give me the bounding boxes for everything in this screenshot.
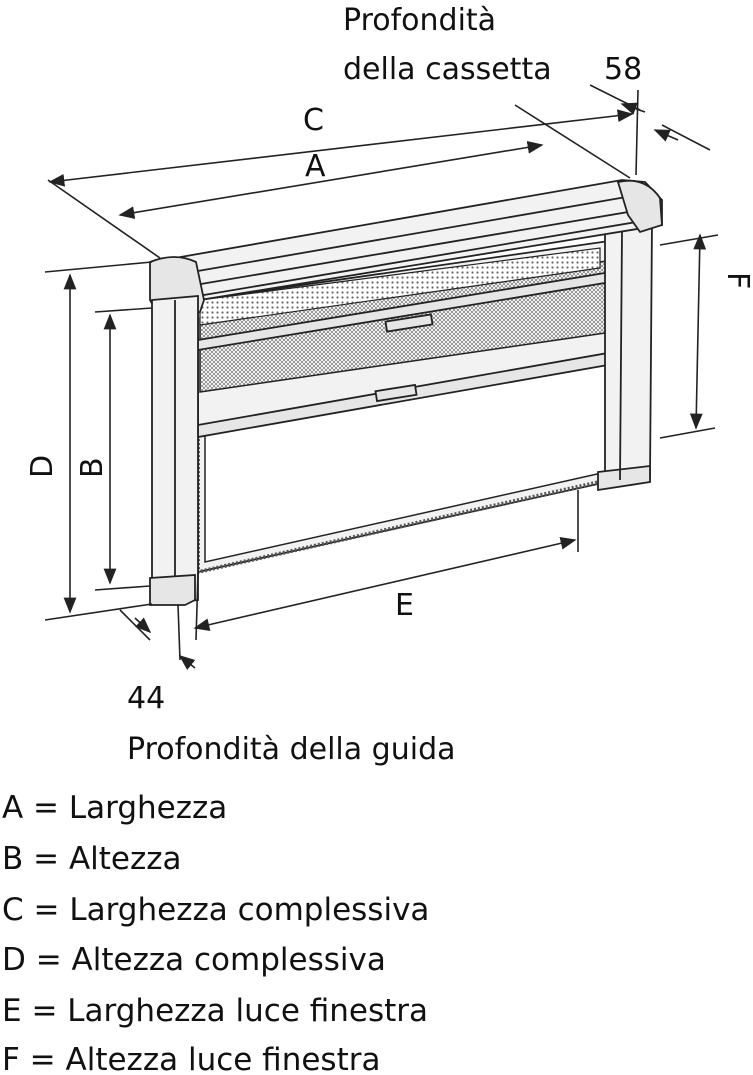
window-drawing xyxy=(149,179,663,606)
guide-depth-label: Profondità della guida xyxy=(127,732,456,767)
extension-line xyxy=(661,124,711,151)
legend: A = Larghezza B = Altezza C = Larghezza … xyxy=(2,790,429,1075)
dim-arrow-cassette-depth xyxy=(620,102,646,115)
screen-handle xyxy=(374,383,418,403)
dim-arrow-guide-depth xyxy=(178,655,196,670)
blind-handle xyxy=(384,313,434,333)
cassette-depth-subtitle: della cassetta xyxy=(343,52,552,87)
extension-line xyxy=(659,234,719,246)
extension-line xyxy=(94,585,151,591)
legend-item: E = Larghezza luce finestra xyxy=(2,993,428,1029)
right-guide-rail xyxy=(604,220,653,488)
pleated-blind xyxy=(199,247,601,326)
extension-line xyxy=(589,84,641,111)
right-rail-groove xyxy=(619,231,623,481)
dim-label-e: E xyxy=(395,588,414,623)
dim-label-b: B xyxy=(75,457,110,478)
extension-line xyxy=(94,307,153,313)
extension-line xyxy=(47,179,161,259)
legend-item: B = Altezza xyxy=(2,841,182,877)
legend-item: D = Altezza complessiva xyxy=(2,942,386,978)
extension-line xyxy=(177,604,181,661)
legend-item: C = Larghezza complessiva xyxy=(2,892,429,928)
dim-line-f xyxy=(689,233,707,430)
dimension-lines xyxy=(44,84,719,670)
extension-line xyxy=(44,261,153,273)
right-rail-foot xyxy=(597,464,651,492)
extension-line xyxy=(195,571,199,641)
dim-label-a: A xyxy=(305,149,326,184)
extension-line xyxy=(44,603,153,621)
cassette-depth-value: 58 xyxy=(604,52,642,87)
cassette-ridges xyxy=(191,195,649,297)
legend-item: F = Altezza luce finestra xyxy=(2,1042,380,1075)
dim-arrow-cassette-depth xyxy=(653,129,679,142)
guide-depth-value: 44 xyxy=(127,681,165,716)
dim-label-d: D xyxy=(25,455,60,478)
left-rail-foot xyxy=(149,574,196,606)
extension-line xyxy=(659,427,716,439)
extension-line xyxy=(514,104,631,179)
cassette-depth-title: Profondità xyxy=(343,3,496,38)
dim-arrow-guide-depth xyxy=(134,617,152,634)
legend-item: A = Larghezza xyxy=(2,790,227,826)
dim-label-c: C xyxy=(303,103,324,138)
dim-line-e xyxy=(193,537,577,631)
extension-line xyxy=(119,609,151,641)
dim-label-f: F xyxy=(720,272,753,289)
dim-line-a xyxy=(118,141,544,219)
extension-line xyxy=(635,89,639,176)
